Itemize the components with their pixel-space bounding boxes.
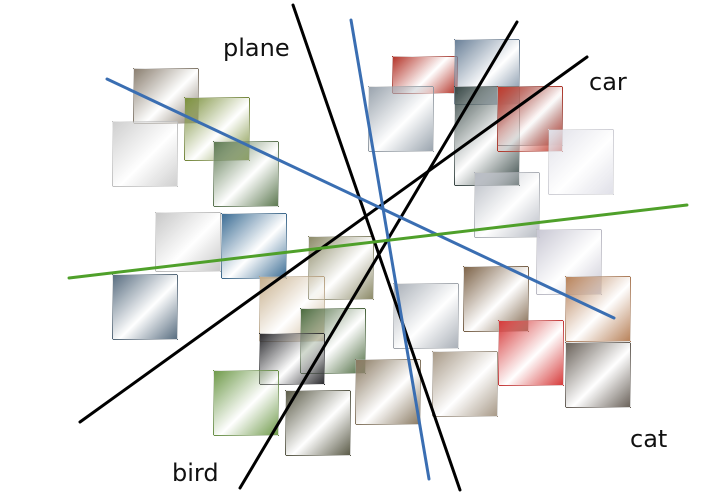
plane-thumb-3 [112,121,178,187]
plane-thumb-6 [112,274,178,340]
bird-thumb-8 [285,390,351,456]
blue-line-2 [349,18,431,481]
car-thumb-7 [548,129,614,195]
cat-thumb-6 [565,342,631,408]
cat-thumb-7 [432,351,498,417]
black-line-3 [78,55,589,424]
bird-thumb-5 [259,333,325,385]
label-bird: bird [172,459,219,487]
label-car: car [589,68,627,96]
cat-thumb-4 [498,320,564,386]
bird-thumb-1 [221,213,287,279]
black-line-1 [291,3,462,492]
black-line-2 [238,20,519,490]
green-line-1 [67,203,689,280]
label-cat: cat [630,425,668,453]
car-thumb-3 [368,86,434,152]
bird-thumb-7 [213,370,279,436]
label-plane: plane [223,34,290,62]
blue-line-1 [105,77,616,320]
plane-thumb-4 [213,141,279,207]
